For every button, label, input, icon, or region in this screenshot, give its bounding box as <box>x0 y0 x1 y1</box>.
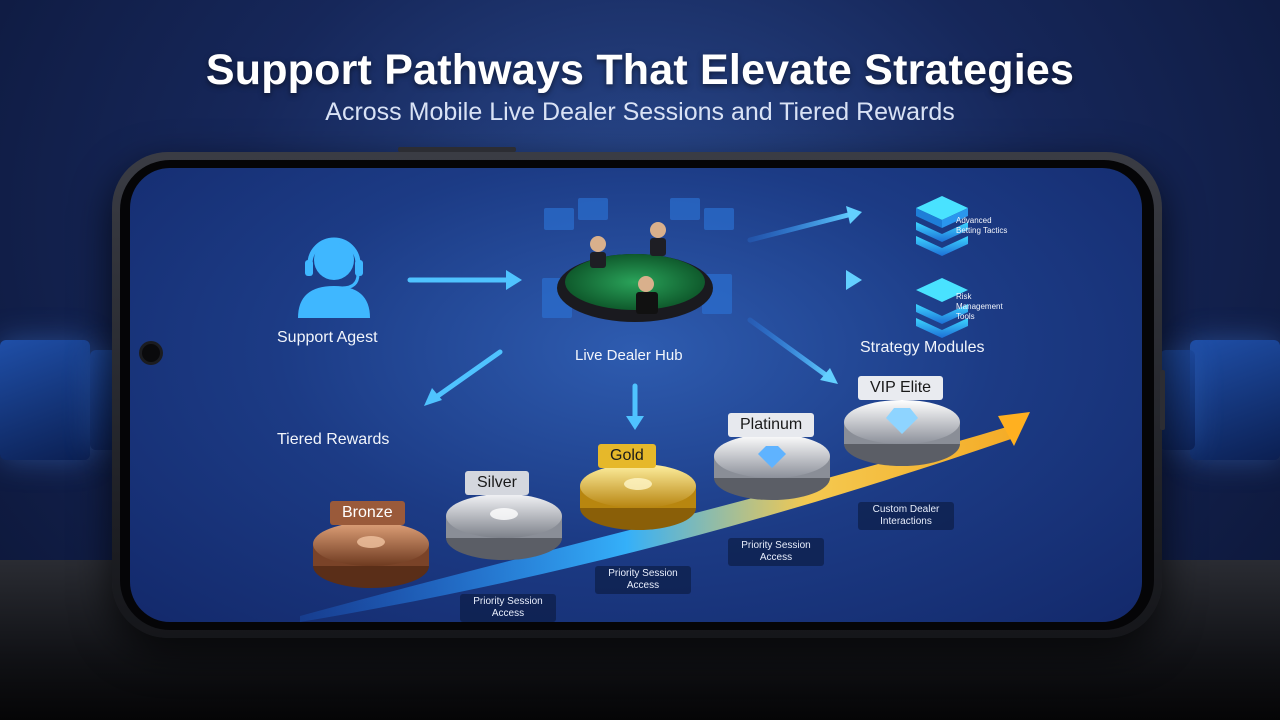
pathway-diagram <box>298 196 1030 622</box>
tier-tag-bronze: Bronze <box>330 501 405 525</box>
tiered-rewards-label: Tiered Rewards <box>277 431 390 448</box>
front-camera <box>142 344 160 362</box>
strategy-modules-label: Strategy Modules <box>860 339 985 356</box>
arrow-hub-to-module-2-head <box>846 270 862 290</box>
headset-agent-icon <box>298 237 370 318</box>
tier-tag-silver: Silver <box>465 471 530 495</box>
stack-icon-advanced-tactics <box>916 196 968 256</box>
coin-gold <box>580 464 696 530</box>
live-dealer-hub-icon <box>542 198 734 322</box>
arrow-hub-to-rewards-head <box>424 388 442 406</box>
arrow-hub-to-gold-head <box>626 416 644 430</box>
arrow-hub-to-vip-head <box>820 368 838 384</box>
pathway-arrows <box>407 206 862 430</box>
arrow-agent-to-hub-head <box>506 270 522 290</box>
support-agent-label: Support Agest <box>277 329 378 346</box>
arrow-hub-to-rewards <box>429 349 503 403</box>
arrow-hub-to-vip <box>747 317 833 381</box>
background-monitor-right-2 <box>1160 350 1195 450</box>
progression-ribbon <box>300 416 1026 622</box>
arrow-hub-to-module-1 <box>747 211 855 243</box>
phone-side-button <box>1160 370 1165 430</box>
arrow-hub-to-module-1-head <box>846 206 862 224</box>
tier-tag-vip-elite: VIP Elite <box>858 376 944 400</box>
phone-top-button <box>398 147 516 152</box>
tier-tag-gold: Gold <box>598 444 656 468</box>
page-title: Support Pathways That Elevate Strategies <box>205 46 1075 94</box>
progression-arrowhead <box>998 412 1030 446</box>
coin-silver <box>446 494 562 560</box>
phone-screen: Support Agest Live Dealer Hub Strategy M… <box>130 168 1142 622</box>
live-dealer-hub-label: Live Dealer Hub <box>575 347 683 364</box>
background-monitor-left <box>0 340 90 460</box>
coin-bronze <box>313 522 429 588</box>
tier-tag-platinum: Platinum <box>728 413 815 437</box>
diamond-icon-vip <box>886 408 918 434</box>
page-subtitle: Across Mobile Live Dealer Sessions and T… <box>325 98 955 126</box>
diamond-icon-platinum <box>758 446 786 468</box>
stack-icon-risk-tools <box>916 278 968 338</box>
background-monitor-right <box>1190 340 1280 460</box>
